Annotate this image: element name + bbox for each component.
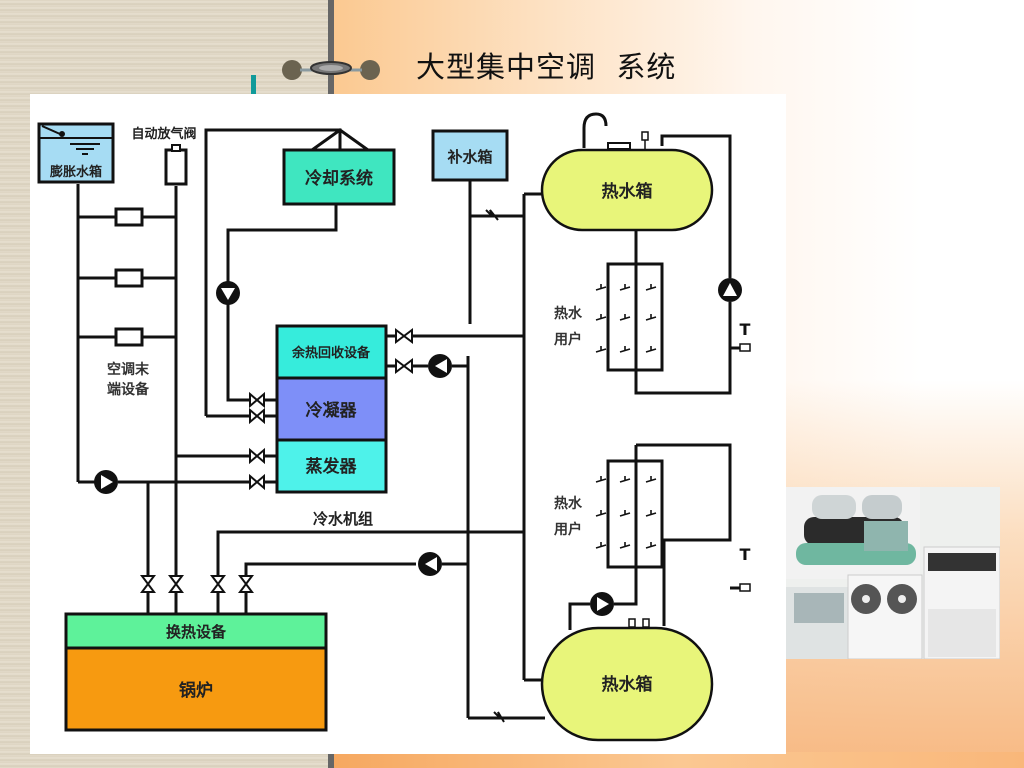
- cooling-system: [282, 148, 396, 206]
- valve-group: [140, 328, 413, 593]
- heat-exchanger: [64, 612, 328, 650]
- pump-icon: [718, 278, 742, 302]
- auto-air-vent: [164, 148, 188, 186]
- boiler: [64, 646, 328, 732]
- valve-icon: [210, 575, 226, 593]
- hot-water-users-top: [606, 262, 664, 372]
- background-bottom-strip: [334, 752, 1024, 768]
- valve-icon: [249, 473, 265, 491]
- hot-water-tank-bottom-label: 热水箱: [602, 674, 653, 695]
- pump-icon: [428, 354, 452, 378]
- valve-icon: [249, 407, 265, 425]
- boiler-label: 锅炉: [179, 680, 213, 701]
- makeup-tank: [431, 129, 509, 182]
- expansion-tank-label: 膨胀水箱: [49, 164, 102, 180]
- evaporator-label: 蒸发器: [306, 456, 358, 477]
- thermometer-icon: T: [740, 320, 751, 339]
- faucet-group: [595, 284, 657, 353]
- heat-recovery-label: 余热回收设备: [291, 345, 371, 361]
- hot-water-tank-top-label: 热水箱: [602, 181, 653, 202]
- ornament-icon: [282, 60, 380, 80]
- valve-icon: [249, 391, 265, 409]
- thermometer-icon: T: [740, 545, 751, 564]
- equipment-photo: [786, 487, 1001, 660]
- valve-icon: [395, 328, 413, 344]
- valve-icon: [249, 447, 265, 465]
- hvac-system-diagram: 膨胀水箱 自动放气阀 空调末 端设备 冷却系统 补水箱 余热回收设备 冷凝器 蒸…: [30, 94, 786, 754]
- valve-icon: [140, 575, 156, 593]
- pump-icon: [94, 470, 118, 494]
- cooling-system-label: 冷却系统: [305, 168, 373, 189]
- valve-icon: [238, 575, 254, 593]
- terminal-unit: [114, 327, 144, 347]
- ac-terminal-label-2: 端设备: [107, 381, 150, 398]
- heat-recovery-unit: [275, 324, 388, 380]
- hot-water-users-bottom-label-2: 用户: [554, 521, 582, 538]
- terminal-unit: [114, 207, 144, 227]
- hot-water-tank-bottom: [540, 626, 714, 742]
- condenser: [275, 376, 388, 442]
- pump-group: [94, 278, 742, 616]
- pump-icon: [418, 552, 442, 576]
- chiller-unit-label: 冷水机组: [313, 510, 373, 528]
- evaporator: [275, 438, 388, 494]
- diagram-svg: 膨胀水箱 自动放气阀 空调末 端设备 冷却系统 补水箱 余热回收设备 冷凝器 蒸…: [37, 112, 751, 742]
- slide-title: 大型集中空调 系统: [416, 50, 677, 84]
- valve-icon: [168, 575, 184, 593]
- terminal-unit: [114, 268, 144, 288]
- makeup-tank-label: 补水箱: [446, 148, 492, 166]
- auto-air-vent-label: 自动放气阀: [131, 126, 196, 142]
- hot-water-users-top-label-2: 用户: [554, 331, 582, 348]
- pump-icon: [216, 281, 240, 305]
- heat-exchanger-label: 换热设备: [166, 623, 227, 641]
- pump-icon: [590, 592, 614, 616]
- expansion-tank: [37, 122, 115, 184]
- ac-terminal-label-1: 空调末: [107, 361, 150, 378]
- valve-icon: [395, 358, 413, 374]
- hot-water-users-top-label-1: 热水: [554, 305, 583, 322]
- decorative-marker: [251, 75, 256, 95]
- condenser-label: 冷凝器: [306, 400, 358, 421]
- hot-water-users-bottom-label-1: 热水: [554, 495, 583, 512]
- hot-water-users-bottom: [606, 459, 664, 569]
- faucet-group: [595, 476, 657, 549]
